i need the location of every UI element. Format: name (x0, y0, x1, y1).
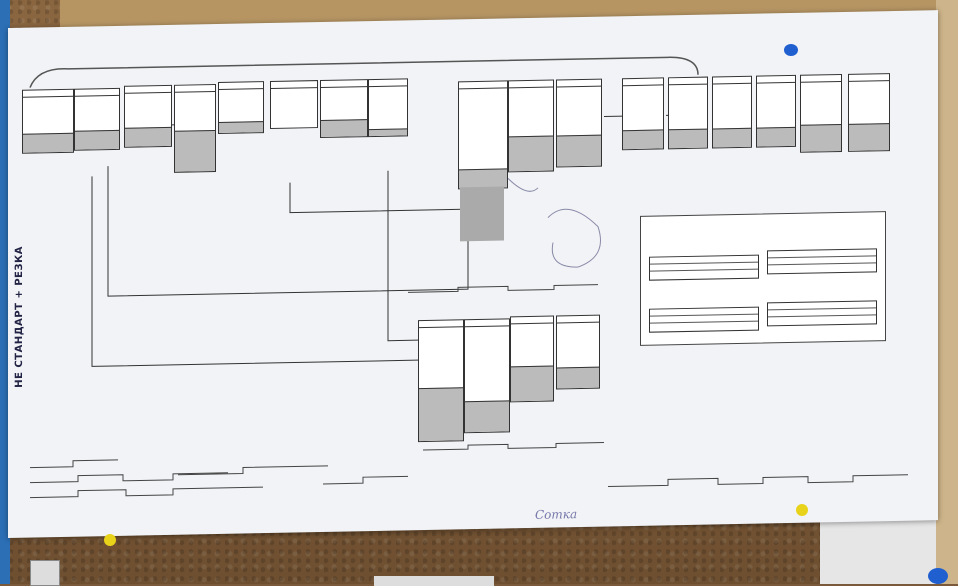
process-box (22, 88, 74, 154)
push-pin (796, 504, 808, 516)
process-box (800, 73, 842, 153)
process-box (556, 78, 602, 168)
process-box (848, 73, 890, 152)
summary-table (649, 306, 759, 333)
process-box (458, 80, 508, 190)
process-box (418, 319, 464, 443)
process-box (668, 76, 708, 150)
process-box (320, 79, 368, 139)
gray-block (460, 186, 504, 242)
process-map-poster: НЕ СТАНДАРТ + РЕЗКА (8, 10, 938, 539)
process-box (556, 314, 600, 390)
process-box (174, 84, 216, 173)
pinned-sheet-bottom (374, 576, 494, 586)
push-pin (784, 44, 798, 56)
process-box (464, 318, 510, 434)
wall (0, 0, 10, 584)
push-pin (928, 568, 948, 584)
process-box (368, 78, 408, 138)
push-pin (104, 534, 116, 546)
process-box (508, 79, 554, 173)
process-box (510, 315, 554, 403)
summary-panel (640, 211, 886, 346)
process-box (74, 87, 120, 151)
process-box (756, 74, 796, 148)
process-box (124, 84, 172, 148)
process-box (622, 77, 664, 151)
summary-table (649, 254, 759, 281)
handwritten-note: Сотка (535, 507, 578, 522)
process-box (218, 81, 264, 134)
power-outlet (30, 560, 60, 586)
process-box (270, 80, 318, 129)
process-box (712, 75, 752, 149)
summary-table (767, 248, 877, 275)
board-frame-right (936, 0, 958, 584)
summary-table (767, 300, 877, 327)
